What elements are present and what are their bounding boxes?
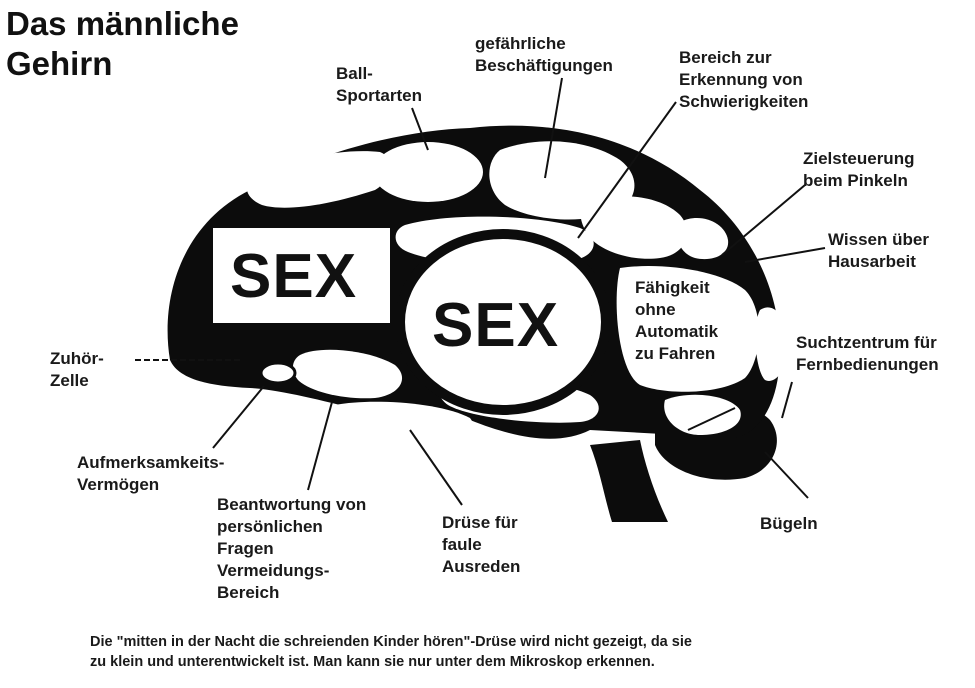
label-aim-line-2: beim Pinkeln [803, 171, 908, 190]
label-ironing-line-1: Bügeln [760, 514, 818, 533]
footnote-line-1: Die "mitten in der Nacht die schreienden… [90, 634, 692, 650]
label-remote-line-2: Fernbedienungen [796, 355, 939, 374]
label-excuse-gland: Drüse für faule Ausreden [442, 512, 520, 578]
label-driving: Fähigkeit ohne Automatik zu Fahren [635, 277, 718, 365]
leader-gland [409, 429, 463, 506]
label-listener-cell: Zuhör- Zelle [50, 348, 104, 392]
leader-housework [744, 247, 826, 263]
brainstem [590, 440, 668, 522]
label-answering-line-3: Fragen [217, 539, 274, 558]
leader-ironing-b [764, 451, 809, 499]
label-driving-line-3: Automatik [635, 322, 719, 341]
footnote: Die "mitten in der Nacht die schreienden… [90, 632, 692, 672]
leader-answering [307, 401, 333, 491]
label-answering-avoidance: Beantwortung von persönlichen Fragen Ver… [217, 494, 366, 604]
label-remote-line-1: Suchtzentrum für [796, 333, 937, 352]
label-gland-line-2: faule [442, 535, 482, 554]
label-ball-line-2: Sportarten [336, 86, 422, 105]
label-aim: Zielsteuerung beim Pinkeln [803, 148, 914, 192]
label-dangerous-line-2: Beschäftigungen [475, 56, 613, 75]
label-difficulties-line-3: Schwierigkeiten [679, 92, 809, 111]
lobe-ironing [664, 394, 741, 435]
label-difficulties-line-2: Erkennung von [679, 70, 803, 89]
label-driving-line-4: zu Fahren [635, 344, 716, 363]
region-ball [373, 142, 483, 202]
leader-aim [721, 184, 806, 256]
lobe-driving [616, 266, 759, 392]
footnote-line-2: zu klein und unterentwickelt ist. Man ka… [90, 654, 655, 670]
label-answering-line-1: Beantwortung von [217, 495, 367, 514]
label-ball-line-1: Ball- [336, 64, 373, 83]
title-line-1: Das männliche [6, 5, 239, 42]
lobe-answering [292, 349, 403, 399]
lobe-upper-left [246, 151, 390, 208]
leader-attention [212, 385, 265, 449]
region-sex-circle [395, 229, 611, 415]
label-housework: Wissen über Hausarbeit [828, 229, 929, 273]
label-housework-line-1: Wissen über [828, 230, 929, 249]
label-ironing: Bügeln [760, 513, 818, 535]
label-difficulties-line-1: Bereich zur [679, 48, 772, 67]
label-attention-line-1: Aufmerksamkeits- [77, 453, 225, 472]
label-gland-line-3: Ausreden [442, 557, 521, 576]
lobe-remote [755, 307, 788, 381]
label-dangerous-activities: gefährliche Beschäftigungen [475, 33, 613, 77]
label-remote-addiction: Suchtzentrum für Fernbedienungen [796, 332, 939, 376]
title-line-2: Gehirn [6, 45, 113, 82]
lobe-gland [330, 401, 474, 448]
sex-circle-label: SEX [432, 291, 560, 360]
label-attention: Aufmerksamkeits- Vermögen [77, 452, 224, 496]
label-answering-line-2: persönlichen [217, 517, 323, 536]
label-listener-line-1: Zuhör- [50, 349, 104, 368]
lobe-top-right [676, 218, 729, 260]
leader-ball [411, 107, 429, 151]
page-title: Das männliche Gehirn [6, 4, 239, 84]
lobe-difficulties [580, 196, 688, 259]
label-gland-line-1: Drüse für [442, 513, 518, 532]
leader-ironing-a [687, 407, 736, 431]
leader-dangerous [544, 77, 563, 179]
leader-difficulties [577, 101, 677, 239]
sex-box-label: SEX [230, 242, 358, 311]
label-driving-line-1: Fähigkeit [635, 278, 710, 297]
label-listener-line-2: Zelle [50, 371, 89, 390]
lobe-dangerous [489, 141, 635, 220]
label-dangerous-line-1: gefährliche [475, 34, 566, 53]
label-ball-sports: Ball- Sportarten [336, 63, 422, 107]
leader-remote [781, 381, 793, 419]
label-attention-line-2: Vermögen [77, 475, 160, 494]
label-driving-line-2: ohne [635, 300, 676, 319]
label-aim-line-1: Zielsteuerung [803, 149, 915, 168]
leader-lines [135, 77, 826, 506]
label-answering-line-5: Bereich [217, 583, 280, 602]
label-difficulties: Bereich zur Erkennung von Schwierigkeite… [679, 47, 808, 113]
region-sex-box [213, 228, 390, 323]
label-housework-line-2: Hausarbeit [828, 252, 916, 271]
region-listener [259, 361, 297, 385]
label-answering-line-4: Vermeidungs- [217, 561, 330, 580]
